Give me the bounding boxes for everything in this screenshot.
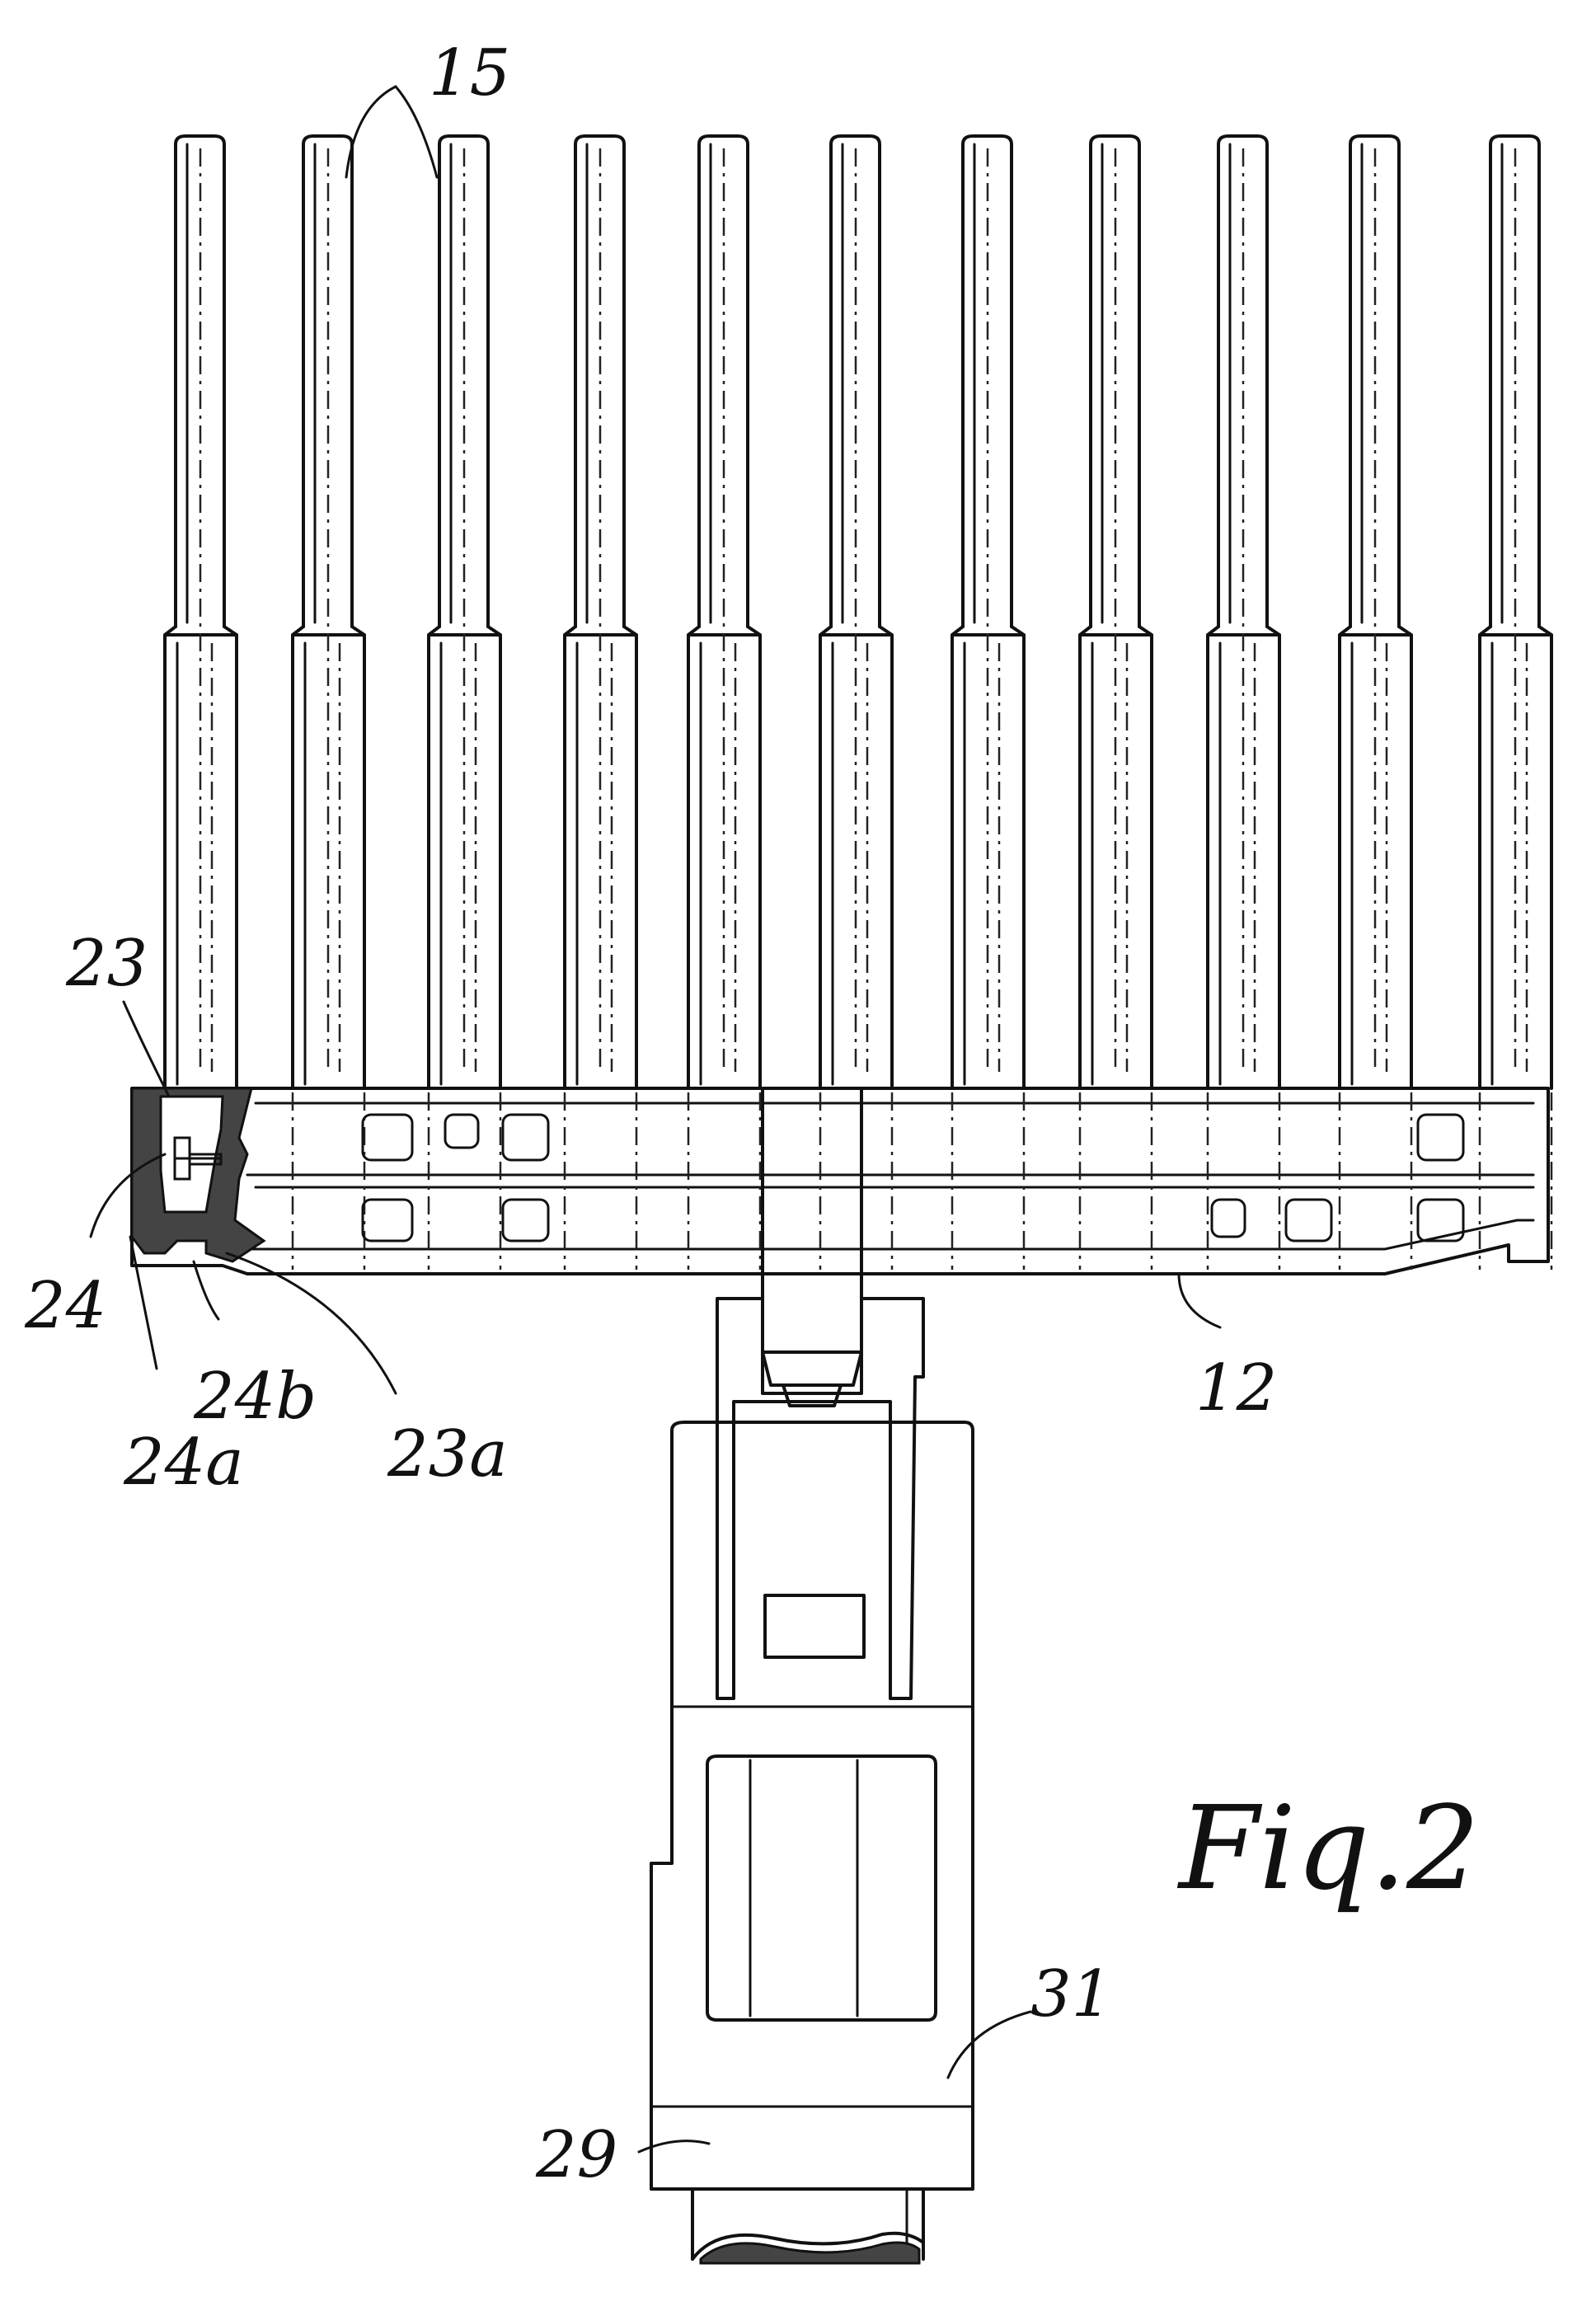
beam-cell (501, 1198, 550, 1242)
rod (1078, 134, 1153, 1090)
label-24: 24 (24, 1269, 106, 1343)
rod-array (163, 134, 1553, 1090)
beam-cell (1210, 1198, 1246, 1238)
label-23a: 23a (387, 1417, 508, 1491)
beam-cell (361, 1113, 414, 1162)
beam-cell (1284, 1198, 1333, 1242)
handle-31 (650, 1421, 974, 2191)
rod (687, 134, 762, 1090)
label-31: 31 (1030, 1957, 1112, 2032)
beam-cell (444, 1113, 480, 1149)
rod (1478, 134, 1553, 1090)
beam-cell (1416, 1113, 1465, 1162)
label-15: 15 (429, 36, 510, 110)
beam-cell (361, 1198, 414, 1242)
rod (427, 134, 502, 1090)
beam-12 (130, 1087, 1553, 1275)
end-section-23 (130, 1087, 266, 1263)
leader-lines (89, 85, 1222, 2154)
label-24b: 24b (193, 1360, 317, 1434)
rod (1206, 134, 1281, 1090)
beam-cells (361, 1113, 1465, 1242)
rod (163, 134, 238, 1090)
beam-hidden-lines (291, 1092, 1553, 1270)
label-23: 23 (65, 927, 148, 1001)
beam-cell (501, 1113, 550, 1162)
label-29: 29 (535, 2118, 617, 2192)
clevis (716, 1087, 925, 1700)
beam-cell (1416, 1198, 1465, 1242)
shaft-29 (691, 2187, 925, 2265)
rod (291, 134, 366, 1090)
figure-caption: Fiq.2 (1176, 1782, 1480, 1916)
label-12: 12 (1195, 1351, 1277, 1426)
label-24a: 24a (123, 1426, 244, 1500)
rod (951, 134, 1026, 1090)
rod (1338, 134, 1413, 1090)
rod (819, 134, 894, 1090)
rod (563, 134, 638, 1090)
